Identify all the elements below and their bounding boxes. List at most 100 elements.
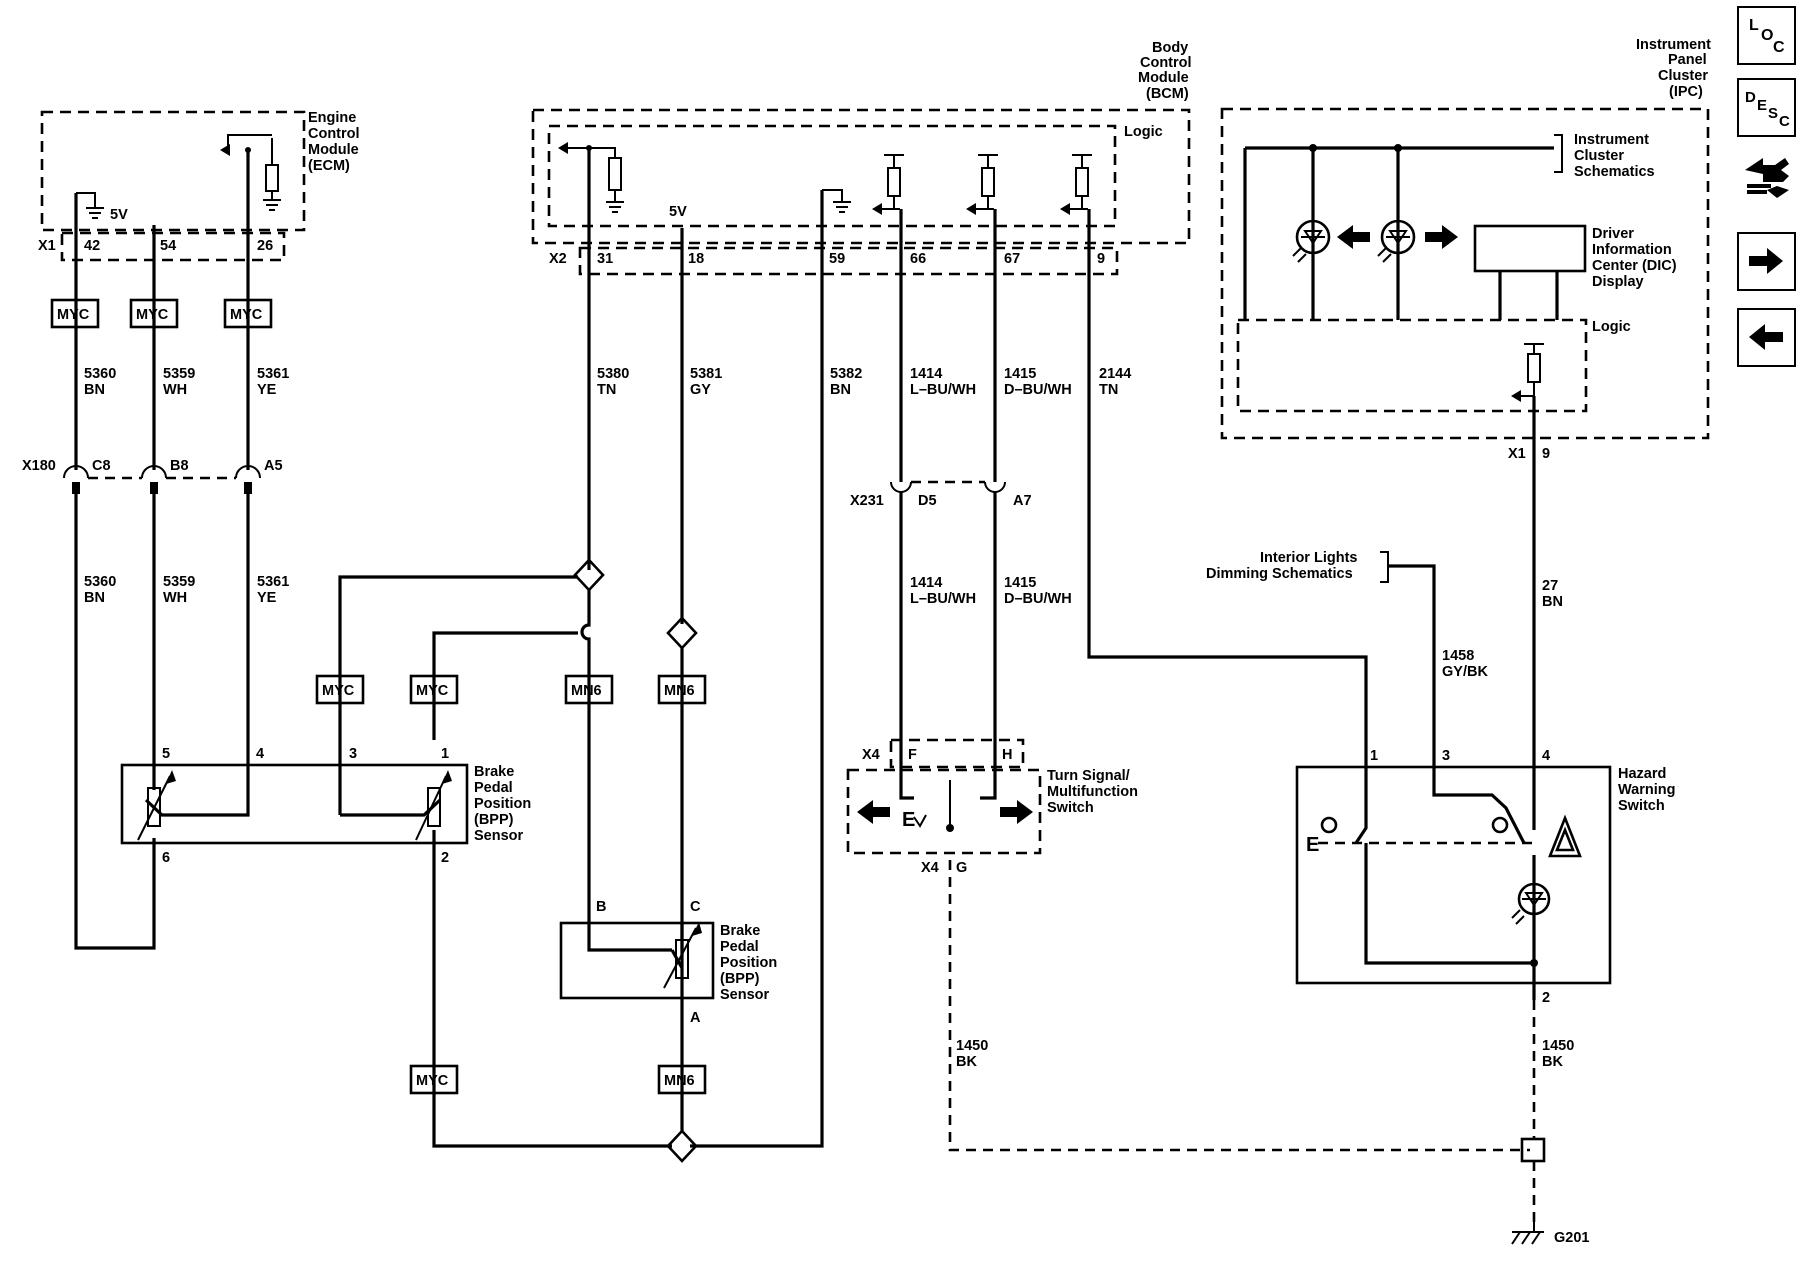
connector-nav-button[interactable] [1737,150,1796,209]
dic-label-2: Information [1592,242,1672,258]
wire-1458-color: GY/BK [1442,664,1488,680]
svg-text:C: C [1779,113,1790,130]
wire-1450-color-2: BK [1542,1054,1563,1070]
bcm-label-2: Control [1140,55,1192,71]
ground-icon [822,189,851,213]
hazard-pin-4: 4 [1542,748,1550,764]
wire-1450-color: BK [956,1054,977,1070]
mn6-tag: MN6 [657,1064,707,1095]
previous-page-button[interactable] [1737,308,1796,367]
bpp1-pin-1: 1 [441,746,449,762]
wire-5359-color-2: WH [163,590,187,606]
svg-text:MYC: MYC [416,683,449,699]
wire-1414-color: L–BU/WH [910,382,976,398]
hazard-pin-2: 2 [1542,990,1550,1006]
desc-icon: D E S C [1745,89,1790,130]
mn6-tag: MN6 [657,674,707,705]
resistor-icon [1075,167,1089,197]
ipc-label-2: Panel [1668,52,1707,68]
svg-text:MYC: MYC [322,683,355,699]
svg-text:C: C [1773,39,1785,56]
g201-ground-label: G201 [1554,1230,1589,1246]
hazard-pin-1: 1 [1370,748,1378,764]
location-nav-button[interactable]: L O C [1737,6,1796,65]
signal-arrow-icon [220,144,230,156]
arrow-left-icon [857,800,890,824]
x2-connector-label: X2 [549,251,567,267]
bcm-label-4: (BCM) [1146,86,1189,102]
dic-label-3: Center (DIC) [1592,258,1677,274]
bcm-pin-18: 18 [688,251,704,267]
arrow-right-icon [1749,248,1783,274]
description-nav-button[interactable]: D E S C [1737,78,1796,137]
x180-pin-a5: A5 [264,458,283,474]
svg-text:S: S [1768,105,1778,122]
svg-text:O: O [1761,27,1773,44]
indicator-lamp-icon [1292,219,1331,263]
ecm-label-4: (ECM) [308,158,350,174]
ecm-label-2: Control [308,126,360,142]
wire-1415-num-2: 1415 [1004,575,1036,591]
hazard-label-1: Hazard [1618,766,1666,782]
wire-2144-color: TN [1099,382,1118,398]
hazard-label-2: Warning [1618,782,1675,798]
tsw-label-1: Turn Signal/ [1047,768,1130,784]
bcm-pin-67: 67 [1004,251,1020,267]
ground-splice-icon [1520,1137,1546,1163]
arrow-right-icon [1425,225,1458,249]
x180-pin-b8: B8 [170,458,189,474]
tsw-label-3: Switch [1047,800,1094,816]
myc-tag: MYC [129,298,179,329]
wire-1450-num-2: 1450 [1542,1038,1574,1054]
tsw-pin-h: H [1002,747,1012,763]
svg-text:L: L [1749,17,1759,34]
ground-icon [86,207,104,219]
bpp2-label-4: (BPP) [720,971,760,987]
resistor-icon [1527,353,1541,383]
ground-icon [263,199,281,211]
ecm-pin-26: 26 [257,238,273,254]
variable-resistor-icon [147,787,161,827]
wire-5361-num-2: 5361 [257,574,289,590]
ecm-label-3: Module [308,142,359,158]
x231-pin-d5: D5 [918,493,937,509]
next-page-button[interactable] [1737,232,1796,291]
ecm-label-1: Engine [308,110,356,126]
bcm-module: Body Control Module (BCM) Logic 5V X2 31… [531,40,1192,276]
ecm-module: Engine Control Module (ECM) 5V X1 42 54 … [38,110,360,262]
bpp2-label-5: Sensor [720,987,770,1003]
resistor-icon [887,167,901,197]
bpp1-label-2: Pedal [474,780,513,796]
x4-connector-label-top: X4 [862,747,880,763]
arrow-left-icon [1337,225,1370,249]
wire-5360-num: 5360 [84,366,116,382]
bpp1-label-3: Position [474,796,531,812]
dic-label-4: Display [1592,274,1644,290]
wire-2144-num: 2144 [1099,366,1131,382]
x180-connector: X180 C8 B8 A5 [22,458,283,494]
tsw-label-2: Multifunction [1047,784,1138,800]
wire-1415-num: 1415 [1004,366,1036,382]
svg-text:D: D [1745,89,1756,106]
wire-5361-num: 5361 [257,366,289,382]
svg-text:MYC: MYC [57,307,90,323]
arrow-left-icon [1749,324,1783,350]
instrument-schem-label-2: Cluster [1574,148,1624,164]
bpp-sensor-1: 5 4 3 1 6 2 Brake Pedal Position (BPP) S… [120,746,531,866]
wire-5360-num-2: 5360 [84,574,116,590]
bcm-pin-59: 59 [829,251,845,267]
wire-1414-color-2: L–BU/WH [910,591,976,607]
wire-1450-num: 1450 [956,1038,988,1054]
mn6-tag: MN6 [564,674,614,705]
wire-5359-num: 5359 [163,366,195,382]
bpp1-label-1: Brake [474,764,514,780]
wire-5361-color-2: YE [257,590,277,606]
bpp2-pin-a: A [690,1010,701,1026]
x231-pin-a7: A7 [1013,493,1032,509]
bpp1-pin-3: 3 [349,746,357,762]
svg-text:MYC: MYC [136,307,169,323]
bpp1-pin-5: 5 [162,746,170,762]
svg-text:MN6: MN6 [664,1073,695,1089]
bcm-label-3: Module [1138,70,1189,86]
variable-resistor-icon [427,787,441,827]
